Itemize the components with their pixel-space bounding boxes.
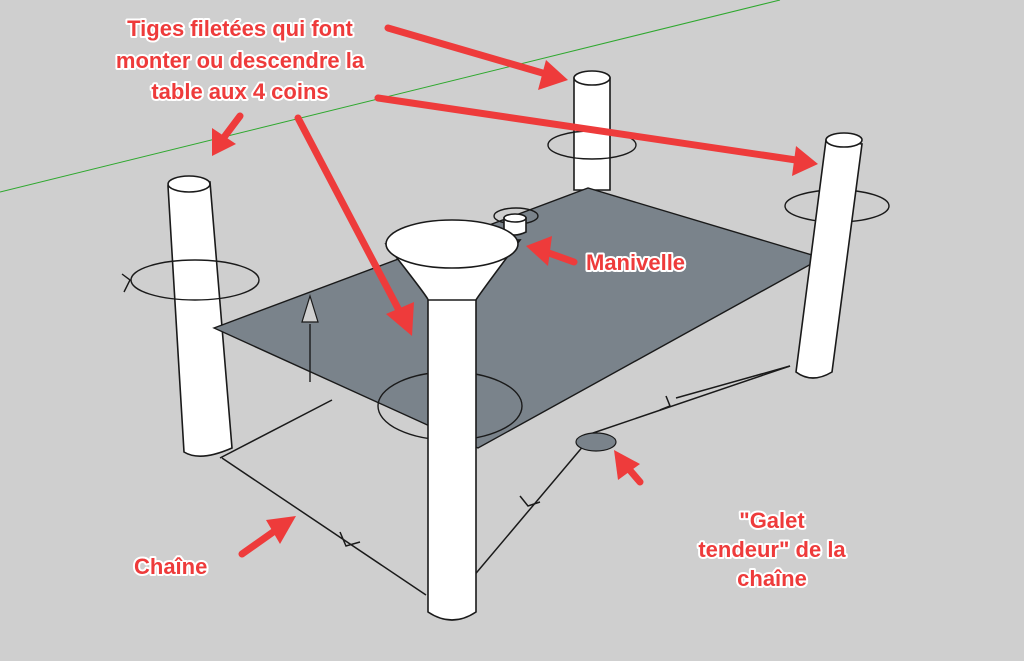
post-right: [795, 132, 863, 379]
label-threaded-rods-line-2: monter ou descendre la: [116, 48, 365, 73]
arrow-to-chain: [238, 516, 296, 558]
chain-tensioner-pulley: [575, 432, 617, 452]
post-back-center: [573, 70, 611, 191]
label-threaded-rods-line-3: table aux 4 coins: [151, 79, 328, 104]
post-left: [167, 175, 233, 457]
rotation-circle-left: [121, 259, 260, 301]
chain: [219, 365, 791, 596]
arrow-to-back-rod: [384, 24, 568, 90]
label-crank: Manivelle: [586, 250, 685, 275]
label-tensioner-line-3: chaîne: [737, 566, 807, 591]
post-front: [377, 219, 523, 621]
green-axis-line: [0, 0, 781, 193]
label-chain: Chaîne: [134, 554, 207, 579]
arrow-to-front-rod: [294, 114, 414, 336]
crank: [493, 207, 539, 236]
label-threaded-rods-line-1: Tiges filetées qui font: [127, 16, 353, 41]
label-tensioner: "Galet tendeur" de la chaîne: [696, 506, 848, 593]
arrow-to-right-rod: [374, 94, 818, 176]
arrow-to-left-rod: [212, 112, 244, 156]
label-tensioner-line-1: "Galet: [739, 508, 805, 533]
label-threaded-rods: Tiges filetées qui font monter ou descen…: [114, 14, 367, 106]
label-tensioner-line-2: tendeur" de la: [698, 537, 846, 562]
up-arrow-marker: [301, 293, 319, 382]
arrow-to-tensioner: [614, 450, 644, 486]
arrow-to-crank: [526, 236, 578, 266]
